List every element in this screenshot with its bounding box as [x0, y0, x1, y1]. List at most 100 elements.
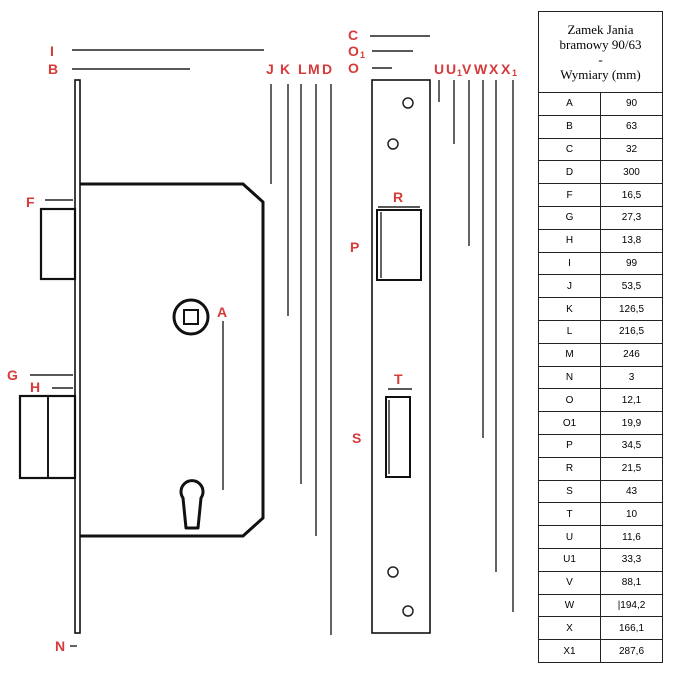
dimension-value: 16,5: [600, 183, 663, 207]
dimension-key: A: [538, 92, 601, 116]
label-J: J: [266, 61, 274, 77]
dimension-key: S: [538, 479, 601, 504]
label-X1-sub: 1: [512, 68, 517, 78]
dimension-value: 63: [600, 114, 663, 139]
dimension-value: 99: [600, 251, 663, 276]
dimension-key: D: [538, 160, 601, 185]
dimension-value: 13,8: [600, 228, 663, 253]
dimension-value: 166,1: [600, 616, 663, 641]
label-N: N: [55, 638, 65, 654]
dimension-key: N: [538, 365, 601, 390]
dimension-value: 53,5: [600, 274, 663, 299]
dimension-value: 34,5: [600, 433, 663, 458]
dimension-value: 32: [600, 137, 663, 162]
dimension-key: U: [538, 525, 601, 549]
deadbolt-opening: [385, 396, 411, 478]
dimension-key: I: [538, 251, 601, 276]
dimension-key: C: [538, 137, 601, 162]
table-title-sep: -: [598, 52, 603, 67]
dimensions-table: Zamek Jania bramowy 90/63 - Wymiary (mm)…: [538, 11, 663, 663]
label-I: I: [50, 43, 54, 59]
dimension-key: T: [538, 502, 601, 527]
dimension-key: X1: [538, 639, 601, 663]
dimension-value: 27,3: [600, 205, 663, 230]
screw-hole: [387, 566, 399, 578]
latch-opening: [376, 209, 422, 281]
latch-bolt: [39, 207, 77, 281]
dimension-key: H: [538, 228, 601, 253]
dimension-key: R: [538, 456, 601, 481]
dimension-key: X: [538, 616, 601, 641]
dimension-value: 3: [600, 365, 663, 390]
dimension-value: 90: [600, 92, 663, 116]
label-O1: O: [348, 43, 359, 59]
label-T: T: [394, 371, 403, 387]
screw-hole: [387, 138, 399, 150]
lock-case: [80, 182, 265, 538]
dimension-value: 88,1: [600, 570, 663, 595]
label-O1-sub: 1: [360, 50, 365, 60]
label-C: C: [348, 27, 358, 43]
label-L: L: [298, 61, 307, 77]
dimension-value: 12,1: [600, 388, 663, 413]
dimension-key: P: [538, 433, 601, 458]
label-V: V: [462, 61, 472, 77]
label-A: A: [217, 304, 227, 320]
faceplate: [74, 79, 81, 634]
dimension-value: 11,6: [600, 525, 663, 549]
dimension-key: V: [538, 570, 601, 595]
dimension-key: F: [538, 183, 601, 207]
label-O: O: [348, 60, 359, 76]
table-title-line1: Zamek Jania: [567, 22, 634, 37]
dimension-value: 21,5: [600, 456, 663, 481]
table-row: W|194,2: [538, 593, 663, 618]
label-X: X: [489, 61, 499, 77]
dimension-key: M: [538, 342, 601, 367]
dimension-key: J: [538, 274, 601, 299]
label-P: P: [350, 239, 359, 255]
dimension-value: 33,3: [600, 547, 663, 572]
dimension-key: B: [538, 114, 601, 139]
label-U1-sub: 1: [457, 68, 462, 78]
dimension-key: K: [538, 297, 601, 321]
label-B: B: [48, 61, 58, 77]
dimension-value: 287,6: [600, 639, 663, 663]
dimension-key: W: [538, 593, 601, 618]
label-U: U: [434, 61, 444, 77]
label-U1: U: [446, 61, 456, 77]
dimension-value: 300: [600, 160, 663, 185]
dimension-value: 19,9: [600, 411, 663, 435]
label-S: S: [352, 430, 361, 446]
screw-hole: [402, 97, 414, 109]
dimension-key: L: [538, 319, 601, 344]
dimension-value: 246: [600, 342, 663, 367]
dimension-key: G: [538, 205, 601, 230]
label-X1: X: [501, 61, 511, 77]
label-R: R: [393, 189, 403, 205]
dimension-value: 216,5: [600, 319, 663, 344]
dimension-value: 43: [600, 479, 663, 504]
label-G: G: [7, 367, 18, 383]
dimension-key: O1: [538, 411, 601, 435]
